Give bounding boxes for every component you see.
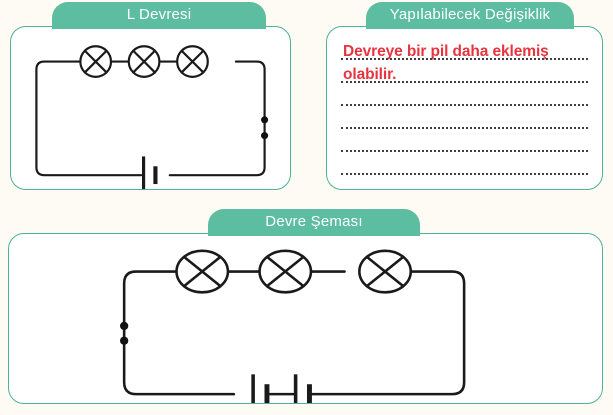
note-line-rule	[341, 171, 588, 175]
panel-tab-yapilabilecek-degisiklik: Yapılabilecek Değişiklik	[366, 2, 574, 29]
circuit-diagram-devre-semasi	[119, 249, 466, 403]
panel-yapilabilecek-degisiklik: Devreye bir pil daha eklemiş olabilir.	[326, 26, 603, 190]
lamp-symbol-2	[258, 249, 313, 294]
note-line-text: olabilir.	[343, 65, 397, 83]
battery-symbol-1	[142, 156, 158, 189]
note-line-rule	[341, 102, 588, 106]
battery-symbol-2	[293, 374, 312, 403]
lamp-symbol-3	[176, 45, 209, 78]
note-line-rule	[341, 125, 588, 129]
note-line[interactable]: Devreye bir pil daha eklemiş	[341, 39, 588, 62]
note-line[interactable]	[341, 85, 588, 108]
lamp-symbol-1	[175, 249, 230, 294]
panel-tab-l-devresi: L Devresi	[52, 2, 266, 29]
panel-tab-devre-semasi: Devre Şeması	[208, 209, 420, 236]
panel-l-devresi	[10, 26, 291, 190]
note-line[interactable]	[341, 154, 588, 177]
note-line[interactable]: olabilir.	[341, 62, 588, 85]
battery-symbol-1	[251, 374, 270, 403]
circuit-diagram-l-devresi	[35, 45, 269, 189]
lamp-symbol-1	[79, 45, 113, 78]
panel-devre-semasi	[8, 233, 603, 404]
answer-notes-area[interactable]: Devreye bir pil daha eklemiş olabilir.	[341, 39, 588, 179]
note-line-rule	[341, 148, 588, 152]
terminal-dots	[261, 116, 269, 140]
note-line[interactable]	[341, 131, 588, 154]
terminal-dots	[119, 321, 129, 345]
note-line-rule	[341, 56, 588, 60]
note-line-text: Devreye bir pil daha eklemiş	[343, 42, 549, 60]
lamp-symbol-3	[358, 249, 413, 294]
note-line-rule	[341, 79, 588, 83]
note-line[interactable]	[341, 108, 588, 131]
lamp-symbol-2	[127, 45, 161, 78]
